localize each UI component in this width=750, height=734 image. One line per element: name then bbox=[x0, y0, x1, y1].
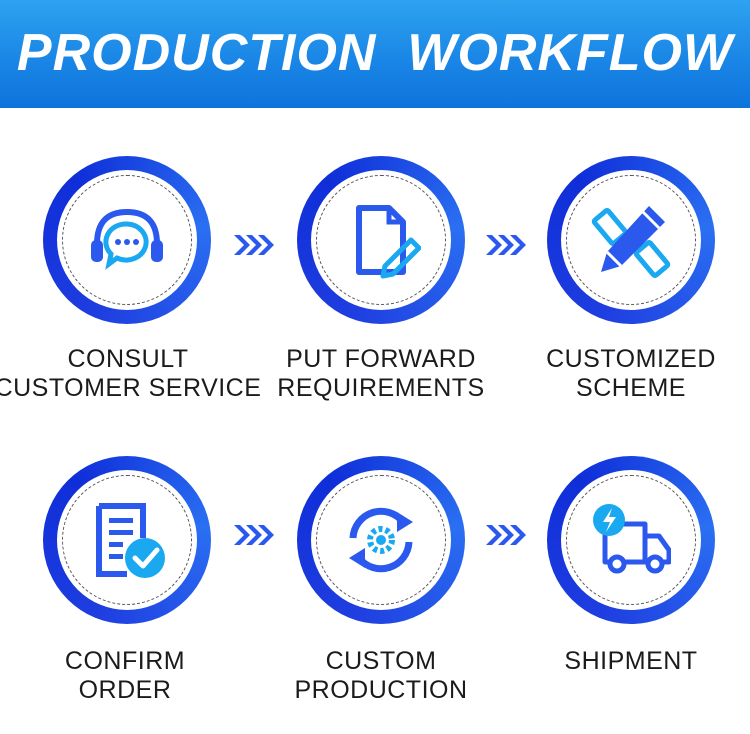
step-shipment-circle bbox=[547, 456, 715, 624]
chevron-arrow-icon bbox=[234, 235, 274, 255]
page-title: PRODUCTION WORKFLOW bbox=[16, 24, 734, 82]
step-scheme-circle bbox=[547, 156, 715, 324]
header-banner: PRODUCTION WORKFLOW bbox=[0, 0, 750, 108]
chevron-arrow-icon bbox=[486, 235, 526, 255]
checklist-icon bbox=[96, 503, 165, 578]
gear-cycle-icon bbox=[349, 507, 413, 573]
chevron-arrow-icon bbox=[234, 525, 274, 545]
step-requirements-circle bbox=[297, 156, 465, 324]
document-pen-icon bbox=[356, 205, 421, 279]
pencil-ruler-icon bbox=[591, 206, 671, 278]
delivery-truck-icon bbox=[593, 504, 671, 574]
headset-chat-icon bbox=[91, 208, 163, 270]
step-production-circle bbox=[297, 456, 465, 624]
chevron-arrow-icon bbox=[486, 525, 526, 545]
step-consult-circle bbox=[43, 156, 211, 324]
step-confirm-circle bbox=[43, 456, 211, 624]
step-shipment-label: SHIPMENT bbox=[564, 647, 698, 675]
